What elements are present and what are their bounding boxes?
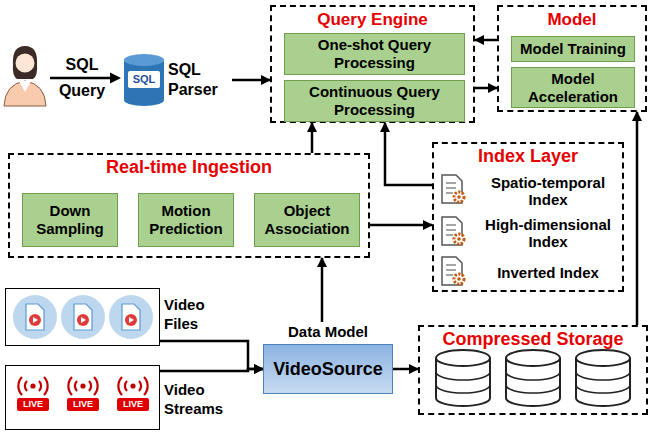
live-stream-icons bbox=[67, 377, 99, 411]
index-item: Inverted Index bbox=[442, 256, 620, 288]
live-stream-icons bbox=[17, 377, 49, 411]
connector bbox=[475, 39, 497, 42]
process-label: Down Sampling bbox=[23, 194, 117, 246]
arrow-label: SQL Query bbox=[55, 52, 109, 104]
connector bbox=[393, 368, 418, 371]
process-label: Model Acceleration bbox=[512, 68, 634, 107]
process-box: Model Acceleration bbox=[511, 67, 635, 108]
user-icon bbox=[4, 81, 46, 106]
connector bbox=[232, 79, 270, 82]
index-item: Spatio-temporal Index bbox=[442, 172, 620, 210]
storage-cylinders bbox=[576, 350, 630, 406]
group-title: Model bbox=[499, 9, 645, 30]
video-file-icons bbox=[61, 295, 105, 339]
video-file-icons bbox=[13, 295, 153, 339]
video-input-group: Video Streams bbox=[5, 365, 160, 430]
dashed-group: Spatio-temporal IndexHigh-dimensional In… bbox=[432, 142, 624, 292]
index-icons bbox=[442, 217, 464, 245]
process-label: Object Association bbox=[255, 194, 359, 246]
process-label: Motion Prediction bbox=[139, 194, 233, 246]
query-arrow bbox=[50, 77, 112, 80]
dashed-group: One-shot Query ProcessingContinuous Quer… bbox=[270, 5, 475, 123]
connector bbox=[385, 123, 432, 185]
heading: Data Model bbox=[263, 322, 393, 342]
process-box: Continuous Query Processing bbox=[284, 80, 465, 122]
sql-database-icon bbox=[124, 54, 164, 106]
index-label: Inverted Index bbox=[476, 256, 620, 288]
connector bbox=[321, 258, 324, 322]
dashed-group: Compressed Storage bbox=[418, 325, 648, 415]
group-title: Real-time Ingestion bbox=[10, 157, 368, 178]
index-icons bbox=[442, 175, 464, 203]
process-box: Object Association bbox=[254, 193, 360, 247]
node-label: SQL Parser bbox=[168, 60, 230, 100]
process-box: Down Sampling bbox=[22, 193, 118, 247]
index-item: High-dimensional Index bbox=[442, 214, 620, 252]
index-icons bbox=[442, 175, 464, 285]
group-title: Compressed Storage bbox=[420, 329, 646, 350]
connector bbox=[370, 224, 432, 227]
dashed-group: Down Sampling Motion Prediction Object Ass… bbox=[8, 153, 370, 258]
query-arrow bbox=[110, 73, 121, 84]
storage-cylinders bbox=[436, 350, 490, 406]
process-box: Motion Prediction bbox=[138, 193, 234, 247]
user-icon bbox=[13, 46, 37, 79]
process-label: Continuous Query Processing bbox=[285, 81, 464, 121]
process-box: One-shot Query Processing bbox=[284, 33, 465, 75]
video-file-icons bbox=[109, 295, 153, 339]
data-model-box: Data ModelVideoSource bbox=[263, 322, 393, 394]
live-stream-icons bbox=[117, 377, 149, 411]
process-label: One-shot Query Processing bbox=[285, 34, 464, 74]
dashed-group: Model TrainingModel Acceleration Model bbox=[497, 5, 647, 112]
sql-database-icon bbox=[124, 54, 164, 66]
icon-label: SQL bbox=[128, 71, 160, 88]
connector bbox=[311, 123, 314, 153]
index-label: High-dimensional Index bbox=[476, 214, 620, 252]
connector bbox=[475, 87, 497, 90]
sql-parser: SQL SQL Parser bbox=[122, 52, 232, 108]
badge-text: LIVE bbox=[17, 398, 49, 411]
box-label: VideoSource bbox=[263, 344, 393, 394]
storage-cylinders bbox=[436, 350, 630, 406]
connector bbox=[160, 369, 263, 371]
user-icon bbox=[4, 46, 46, 106]
sql-database-icon bbox=[128, 71, 160, 88]
connector bbox=[160, 341, 263, 369]
side-label: Video Streams bbox=[164, 380, 230, 418]
index-label: Spatio-temporal Index bbox=[476, 172, 620, 210]
group-title: Index Layer bbox=[434, 146, 622, 167]
side-label: Video Files bbox=[164, 295, 230, 333]
index-icons bbox=[442, 257, 464, 285]
user-icon bbox=[19, 81, 31, 92]
badge-text: LIVE bbox=[67, 398, 99, 411]
sql-database-icon bbox=[124, 60, 164, 106]
badge-text: LIVE bbox=[117, 398, 149, 411]
group-title: Query Engine bbox=[272, 9, 473, 30]
live-stream-icons bbox=[17, 377, 149, 411]
connector bbox=[636, 112, 639, 325]
user-icon bbox=[16, 54, 35, 73]
video-file-icons bbox=[13, 295, 57, 339]
storage-cylinders bbox=[506, 350, 560, 406]
process-box: Model Training bbox=[511, 36, 635, 62]
query-arrow bbox=[50, 73, 121, 84]
video-input-group: Video Files bbox=[5, 288, 160, 346]
process-label: Model Training bbox=[512, 37, 634, 61]
